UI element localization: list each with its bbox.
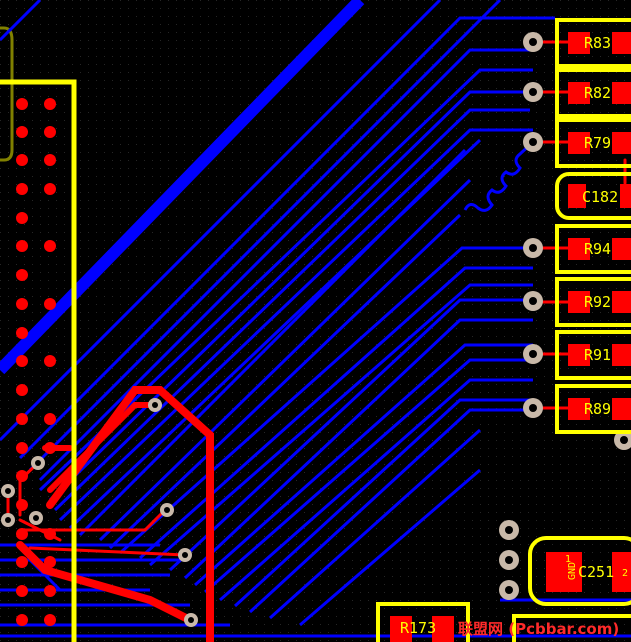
component-R173[interactable]: R173 [376, 602, 470, 642]
label-R79: R79 [584, 134, 611, 152]
label-R83: R83 [584, 34, 611, 52]
component-R92[interactable]: R92 [555, 277, 631, 327]
bga-silkscreen-outline [0, 79, 77, 642]
component-R82[interactable]: R82 [555, 68, 631, 118]
component-C182[interactable]: C182 [555, 172, 631, 220]
component-R89[interactable]: R89 [555, 384, 631, 434]
vias[interactable] [1, 32, 631, 627]
label-C251-pin2: 2 [622, 568, 628, 579]
component-R79[interactable]: R79 [555, 118, 631, 168]
label-C251: C251 [578, 563, 614, 581]
label-R92: R92 [584, 293, 611, 311]
label-R94: R94 [584, 240, 611, 258]
component-R91[interactable]: R91 [555, 330, 631, 380]
label-C182: C182 [582, 188, 618, 206]
bga-pad-array [16, 98, 56, 626]
silkscreen-outline-bottom-right [512, 614, 631, 642]
label-R91: R91 [584, 346, 611, 364]
component-R94[interactable]: R94 [555, 224, 631, 274]
label-R89: R89 [584, 400, 611, 418]
keepout-outline [0, 26, 14, 162]
component-C251[interactable]: C251 1 GND 2 [528, 536, 631, 606]
label-R82: R82 [584, 84, 611, 102]
watermark-text: 联盟网 (Pcbbar.com) [458, 620, 619, 638]
component-R83[interactable]: R83 [555, 18, 631, 68]
label-R173: R173 [400, 619, 436, 637]
label-C251-net: GND [567, 562, 578, 580]
label-C251-pin1: 1 [565, 554, 571, 565]
